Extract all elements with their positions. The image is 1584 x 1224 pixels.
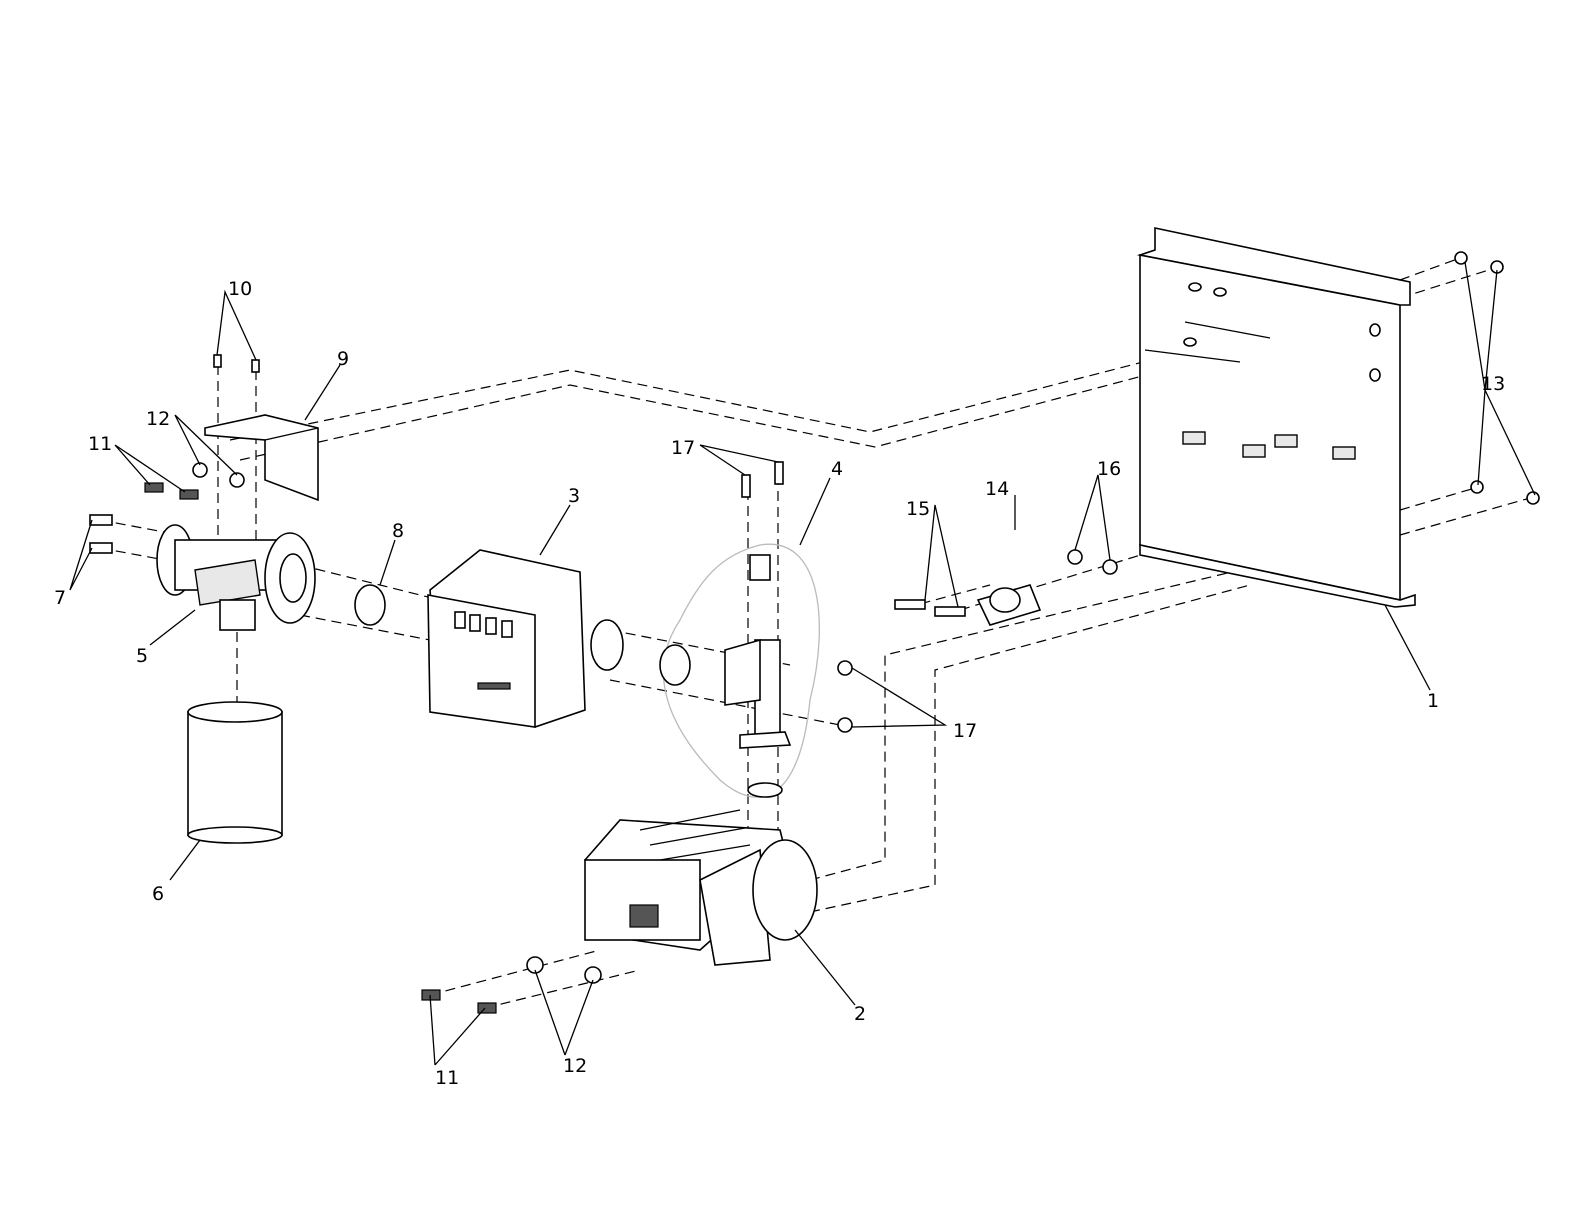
callout-3: 3 (568, 485, 580, 507)
leader-lines (69, 261, 1536, 1066)
callout-8: 8 (392, 520, 404, 542)
callout-12: 12 (146, 408, 170, 430)
callout-14: 14 (985, 478, 1009, 500)
fitting-4 (659, 461, 853, 798)
meter-3 (427, 549, 624, 728)
callout-16: 16 (1097, 458, 1121, 480)
pump-2 (421, 809, 818, 1014)
callout-15: 15 (906, 498, 930, 520)
bracket-9 (89, 354, 319, 554)
mounting-plate (1136, 227, 1416, 608)
callout-4: 4 (831, 458, 843, 480)
o-ring-8 (354, 584, 386, 626)
callout-12-bottom: 12 (563, 1055, 587, 1077)
filter-cartridge-6 (187, 701, 283, 844)
callout-5: 5 (136, 645, 148, 667)
callout-1: 1 (1427, 690, 1439, 712)
callout-10: 10 (228, 278, 252, 300)
filter-head-5 (156, 524, 316, 631)
callout-6: 6 (152, 883, 164, 905)
callout-17-top: 17 (671, 437, 695, 459)
callout-2: 2 (854, 1003, 866, 1025)
callout-9: 9 (337, 348, 349, 370)
nuts-13 (1454, 251, 1540, 505)
clamp-14 (894, 549, 1118, 626)
callout-11: 11 (88, 433, 112, 455)
callout-7: 7 (54, 587, 66, 609)
callout-17-bottom: 17 (953, 720, 977, 742)
callout-11-bottom: 11 (435, 1067, 459, 1089)
callout-13: 13 (1481, 373, 1505, 395)
